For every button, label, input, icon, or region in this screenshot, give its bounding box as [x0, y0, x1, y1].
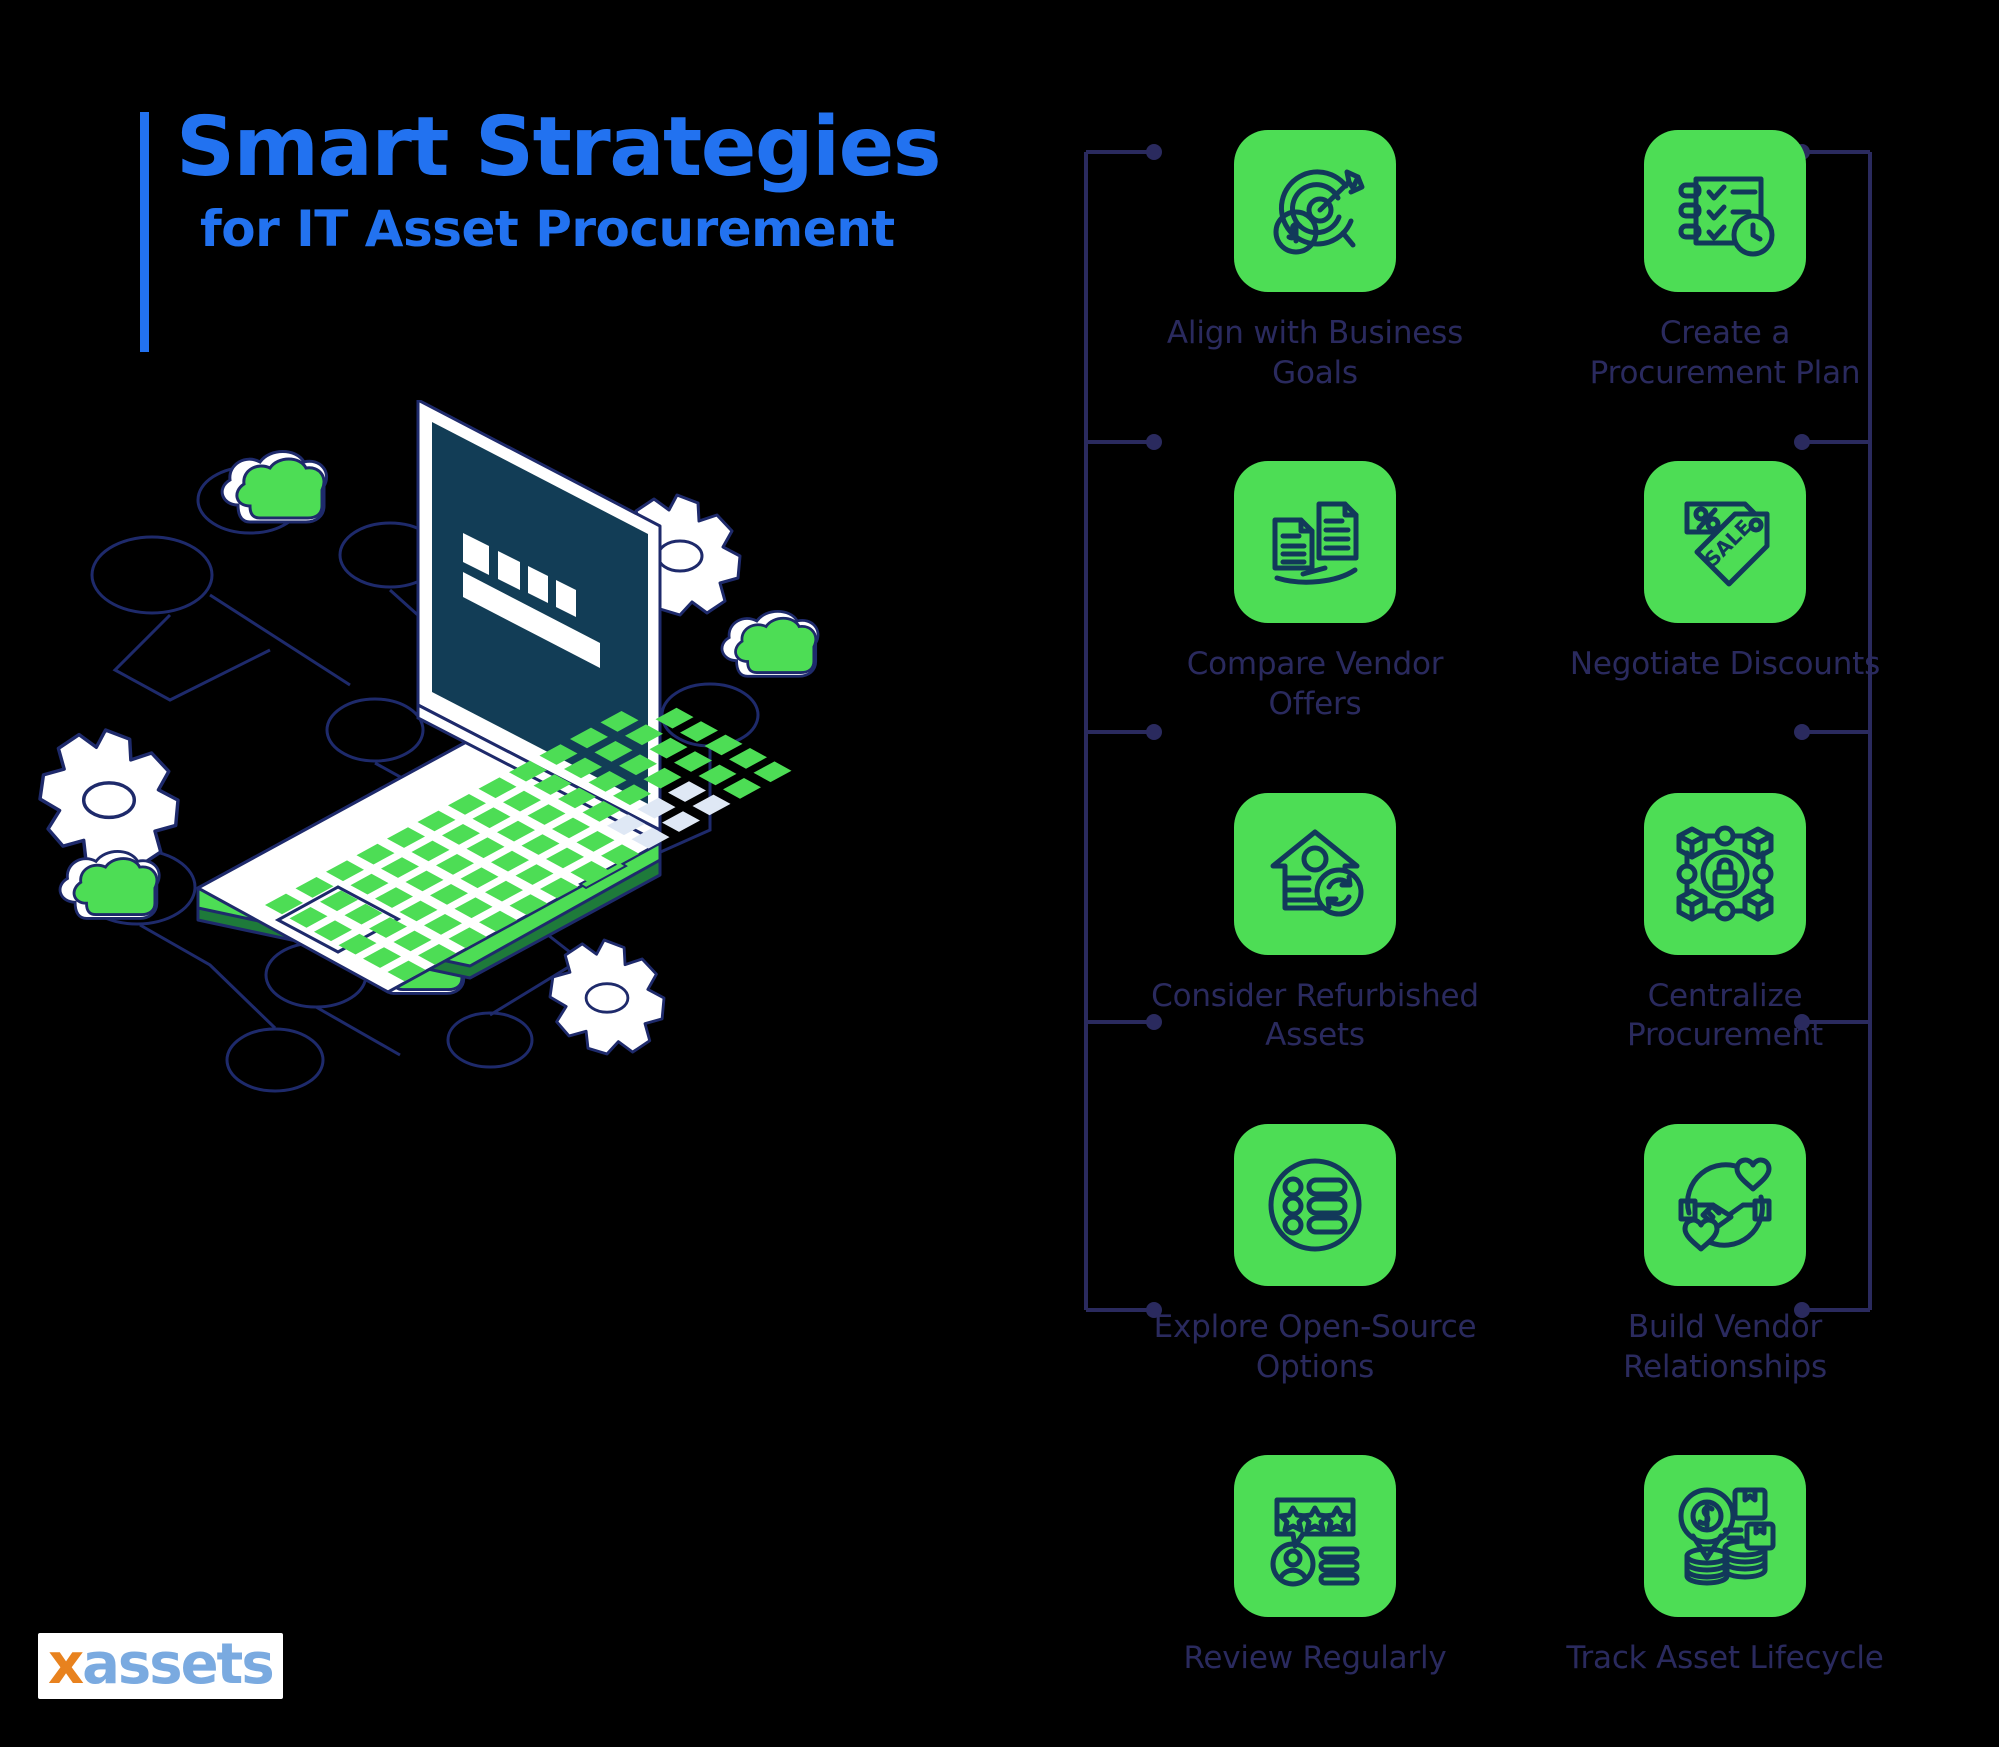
money-pin-coins-boxes-icon: [1678, 1487, 1776, 1586]
documents-balance-scale-icon: [1272, 501, 1359, 585]
warehouse-recycle-icon: [1270, 829, 1364, 917]
strategy-tile: [1234, 130, 1396, 292]
cloud-icon: [58, 850, 161, 920]
grid-row: Explore Open-Source Options Bui: [1150, 1124, 1890, 1387]
strategy-item-review-regularly[interactable]: Review Regularly: [1150, 1455, 1480, 1679]
strategy-tile: SALE: [1644, 461, 1806, 624]
strategy-tile: [1234, 461, 1396, 624]
strategy-item-negotiate-discounts[interactable]: SALE Negotiate Discounts: [1560, 461, 1890, 724]
grid-row: Consider Refurbished Assets: [1150, 792, 1890, 1056]
strategy-item-build-vendor-relationships[interactable]: Build Vendor Relationships: [1560, 1124, 1890, 1387]
laptop-illustration: [20, 400, 880, 1280]
sale-discount-tags-icon: SALE: [1684, 501, 1770, 587]
logo-text: assets: [82, 1632, 275, 1697]
strategy-item-track-asset-lifecycle[interactable]: Track Asset Lifecycle: [1560, 1455, 1890, 1679]
strategy-item-compare-vendor-offers[interactable]: Compare Vendor Offers: [1150, 461, 1480, 724]
grid-row: Compare Vendor Offers SALE Negotiate Dis…: [1150, 461, 1890, 724]
strategy-label: Consider Refurbished Assets: [1151, 977, 1479, 1054]
logo-x: x: [48, 1632, 84, 1697]
circle-list-icon: [1268, 1158, 1362, 1252]
title-block: Smart Strategies for IT Asset Procuremen…: [140, 100, 1020, 352]
strategy-tile: [1644, 1455, 1806, 1618]
title-accent-rule: [140, 112, 149, 352]
strategy-item-explore-open-source-options[interactable]: Explore Open-Source Options: [1150, 1124, 1480, 1387]
strategy-item-create-a-procurement-plan[interactable]: Create a Procurement Plan: [1560, 130, 1890, 393]
xassets-logo[interactable]: xassets: [38, 1633, 283, 1699]
strategy-tile: [1234, 1124, 1396, 1287]
strategy-item-centralize-procurement[interactable]: Centralize Procurement: [1560, 792, 1890, 1056]
grid-row: Review Regularly: [1150, 1455, 1890, 1679]
strategy-label: Track Asset Lifecycle: [1566, 1640, 1884, 1677]
strategy-item-consider-refurbished-assets[interactable]: Consider Refurbished Assets: [1150, 792, 1480, 1056]
grid-row: Align with Business Goals Create a Procu…: [1150, 130, 1890, 393]
strategy-grid: Align with Business Goals Create a Procu…: [1150, 130, 1890, 1747]
strategy-tile: [1644, 792, 1806, 955]
strategy-label: Centralize Procurement: [1627, 977, 1823, 1054]
strategy-label: Align with Business Goals: [1166, 315, 1464, 391]
laptop-graphic: [196, 400, 792, 994]
strategy-tile: [1644, 1124, 1806, 1287]
strategy-tile: [1234, 1455, 1396, 1618]
handshake-hearts-icon: [1678, 1157, 1772, 1252]
target-arrow-dollar-icon: [1273, 169, 1365, 255]
page-subtitle: for IT Asset Procurement: [200, 199, 895, 258]
gear-icon: [548, 938, 666, 1056]
strategy-label: Create a Procurement Plan: [1589, 315, 1861, 391]
cloud-icon: [720, 610, 820, 678]
strategy-tile: [1234, 792, 1396, 955]
gear-icon: [38, 728, 180, 870]
cloud-icon: [220, 450, 328, 524]
strategy-label: Build Vendor Relationships: [1623, 1309, 1827, 1385]
strategy-item-align-with-business-goals[interactable]: Align with Business Goals: [1150, 130, 1480, 393]
network-lock-icon: [1676, 825, 1774, 922]
strategy-label: Review Regularly: [1183, 1640, 1447, 1677]
checklist-clock-icon: [1678, 176, 1775, 257]
review-stars-user-icon: [1270, 1497, 1360, 1587]
strategy-label: Negotiate Discounts: [1569, 646, 1881, 683]
strategy-label: Compare Vendor Offers: [1186, 646, 1444, 723]
page-title: Smart Strategies: [176, 100, 942, 195]
strategy-label: Explore Open-Source Options: [1153, 1309, 1477, 1385]
strategy-tile: [1644, 130, 1806, 292]
